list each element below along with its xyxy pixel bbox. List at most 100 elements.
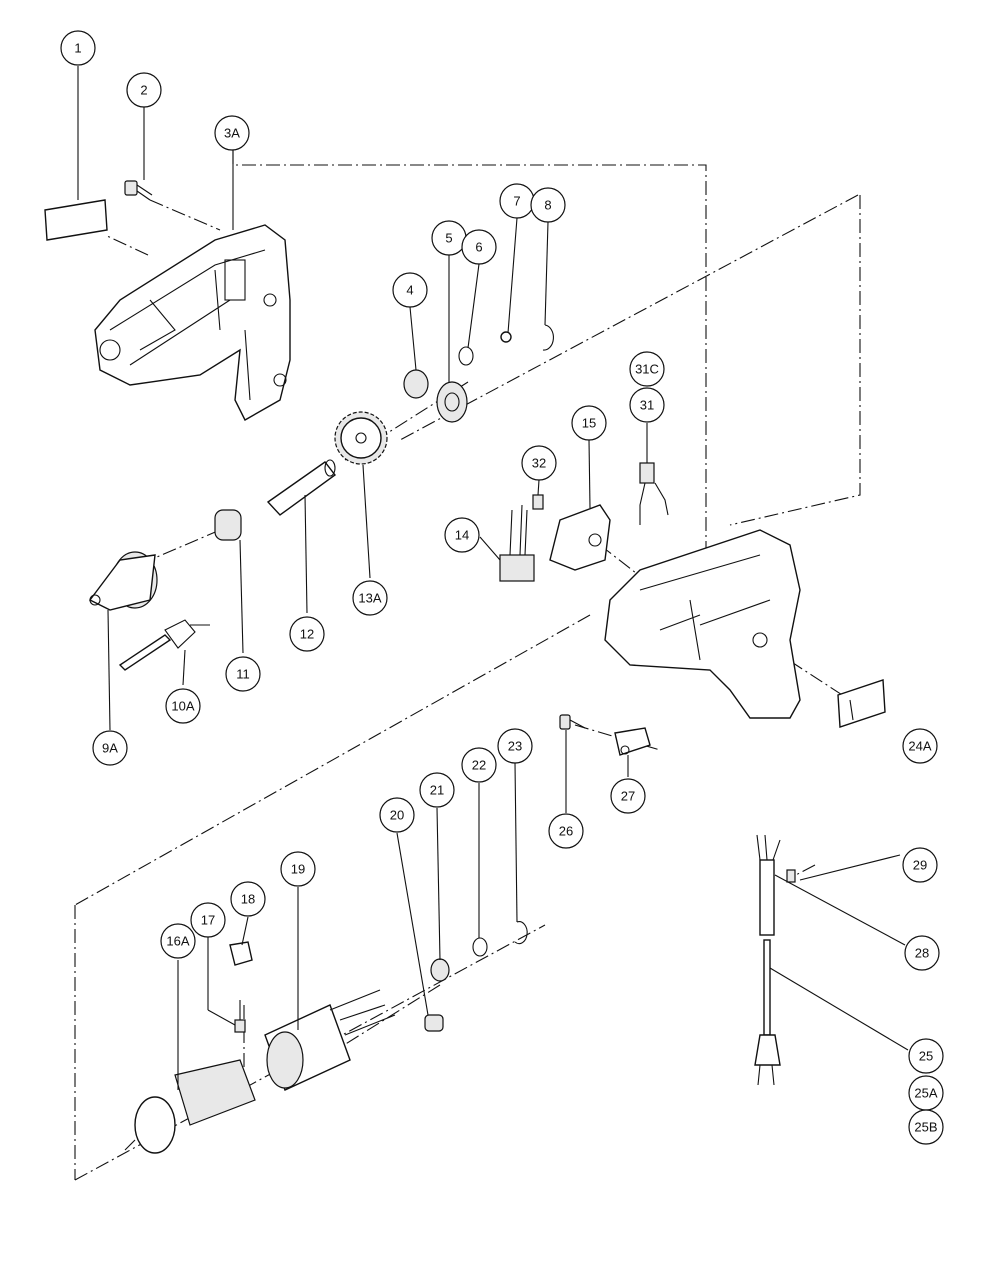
callout-label: 25A [914, 1086, 937, 1101]
callout-label: 22 [472, 758, 486, 773]
callout-circle [548, 813, 584, 849]
callout-label: 4 [406, 283, 413, 298]
callout-14: 14 [444, 517, 480, 553]
callout-31c: 31C [629, 351, 665, 387]
callout-label: 25B [914, 1120, 937, 1135]
callout-4: 4 [392, 272, 428, 308]
callout-circle [379, 797, 415, 833]
callout-circle [289, 616, 325, 652]
callout-label: 16A [166, 934, 189, 949]
spindle-12 [266, 459, 336, 516]
callout-label: 12 [300, 627, 314, 642]
switch-15 [549, 504, 611, 571]
callout-circle [571, 405, 607, 441]
brush-cap-18 [229, 941, 253, 966]
sleeve-11 [214, 509, 242, 541]
callout-circle [908, 1109, 944, 1145]
callout-19: 19 [280, 851, 316, 887]
callout-circle [629, 351, 665, 387]
callout-9a: 9A [92, 730, 128, 766]
callout-label: 21 [430, 783, 444, 798]
callout-circle [497, 728, 533, 764]
screw-2 [124, 180, 153, 201]
callout-25a: 25A [908, 1075, 944, 1111]
callout-3a: 3A [214, 115, 250, 151]
callout-5: 5 [431, 220, 467, 256]
callout-17: 17 [190, 902, 226, 938]
callout-label: 20 [390, 808, 404, 823]
callout-circle [280, 851, 316, 887]
callout-18: 18 [230, 881, 266, 917]
bushing-20 [424, 1014, 444, 1032]
callout-circle [190, 902, 226, 938]
cord-clip-27 [614, 727, 651, 756]
callout-31: 31 [629, 387, 665, 423]
callout-label: 18 [241, 892, 255, 907]
callout-label: 23 [508, 739, 522, 754]
callout-circle [904, 935, 940, 971]
callout-label: 29 [913, 858, 927, 873]
nameplate-label-24a [837, 679, 886, 728]
bearing-21 [430, 958, 450, 982]
callout-22: 22 [461, 747, 497, 783]
callout-label: 1 [74, 41, 81, 56]
callout-circle [392, 272, 428, 308]
callout-circle [629, 387, 665, 423]
retaining-ring-23 [514, 921, 528, 945]
ball-bearing-5 [436, 381, 468, 423]
callout-label: 26 [559, 824, 573, 839]
callout-28: 28 [904, 935, 940, 971]
nameplate-label-1 [44, 199, 108, 241]
callout-circle [230, 881, 266, 917]
housing-half-24 [604, 529, 801, 719]
callout-circle [352, 580, 388, 616]
power-cord-25 [754, 939, 781, 1086]
armature-16a [124, 1059, 256, 1154]
callout-24a: 24A [902, 728, 938, 764]
callout-27: 27 [610, 778, 646, 814]
callout-label: 15 [582, 416, 596, 431]
callout-label: 7 [513, 194, 520, 209]
callout-label: 13A [358, 591, 381, 606]
spacer-4 [403, 369, 429, 399]
callout-21: 21 [419, 772, 455, 808]
carbon-brush-17 [234, 1000, 246, 1033]
callout-label: 25 [919, 1049, 933, 1064]
capacitor-31 [639, 462, 669, 525]
ball-7 [500, 331, 512, 343]
leader-lines [77, 66, 909, 1090]
callout-label: 24A [908, 739, 931, 754]
callout-label: 28 [915, 946, 929, 961]
callout-label: 8 [544, 198, 551, 213]
spring-32 [532, 494, 544, 510]
callout-label: 10A [171, 699, 194, 714]
housing-half-3a [94, 224, 291, 421]
callout-circle [461, 229, 497, 265]
drill-chuck-9a [88, 551, 158, 611]
stator-19 [264, 989, 396, 1091]
callout-6: 6 [461, 229, 497, 265]
callout-circle [126, 72, 162, 108]
callout-12: 12 [289, 616, 325, 652]
callout-29: 29 [902, 847, 938, 883]
callout-circle [92, 730, 128, 766]
callout-label: 5 [445, 231, 452, 246]
callout-label: 14 [455, 528, 469, 543]
callout-circle [902, 847, 938, 883]
callout-circle [908, 1038, 944, 1074]
callout-circle [521, 445, 557, 481]
callout-15: 15 [571, 405, 607, 441]
callout-label: 31C [635, 362, 659, 377]
callout-10a: 10A [165, 688, 201, 724]
chuck-key-10a [118, 619, 210, 671]
callout-23: 23 [497, 728, 533, 764]
callout-8: 8 [530, 187, 566, 223]
callout-circle [610, 778, 646, 814]
callout-circle [419, 772, 455, 808]
callout-25b: 25B [908, 1109, 944, 1145]
callout-label: 27 [621, 789, 635, 804]
callout-label: 32 [532, 456, 546, 471]
callout-label: 6 [475, 240, 482, 255]
